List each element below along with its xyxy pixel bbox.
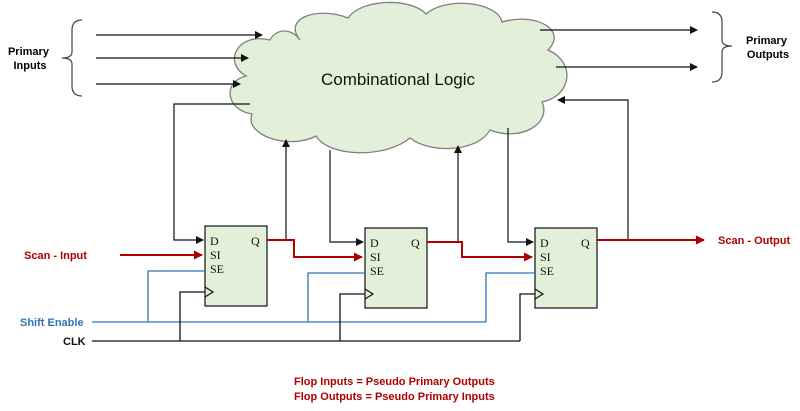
shift-enable-to-flop-3 — [485, 272, 535, 322]
shift-enable-label: Shift Enable — [20, 317, 84, 329]
flop-1-pin-q: Q — [251, 234, 260, 248]
primary-inputs-label: Primary Inputs — [8, 46, 52, 72]
flop-3: D SI SE Q — [534, 227, 598, 309]
primary-outputs-label: Primary Outputs — [746, 35, 790, 61]
flop-2-clock-notch — [364, 288, 375, 300]
scan-output-label: Scan - Output — [718, 235, 790, 247]
clk-label: CLK — [63, 336, 86, 348]
flop-2-box — [364, 227, 428, 309]
combinational-logic-cloud: Combinational Logic — [229, 1, 568, 154]
flop-3-box — [534, 227, 598, 309]
shift-enable-to-flop-1 — [147, 270, 205, 322]
flop-1-box — [204, 225, 268, 307]
primary-inputs-brace — [61, 19, 83, 97]
cloud-to-flop-2-d — [329, 150, 364, 246]
flop-2-pin-si: SI — [370, 250, 381, 264]
combinational-logic-label: Combinational Logic — [321, 70, 476, 89]
shift-enable-to-flop-2 — [307, 272, 365, 322]
flop-1: D SI SE Q — [204, 225, 268, 307]
flop-2: D SI SE Q — [364, 227, 428, 309]
primary-outputs-brace — [711, 11, 733, 83]
primary-outputs-group: Primary Outputs — [540, 11, 790, 83]
note-flop-outputs: Flop Outputs = Pseudo Primary Inputs — [294, 391, 495, 403]
flop-1-clock-notch — [204, 286, 215, 298]
cloud-to-flop-3-d — [507, 128, 534, 246]
flop-3-q-to-cloud — [557, 96, 629, 240]
note-flop-inputs: Flop Inputs = Pseudo Primary Outputs — [294, 376, 495, 388]
flop-3-pin-q: Q — [581, 236, 590, 250]
flop-1-pin-si: SI — [210, 248, 221, 262]
clk-to-flop-1 — [179, 291, 205, 341]
clk-net — [92, 291, 535, 342]
flop-3-clock-notch — [534, 288, 545, 300]
flop-2-pin-q: Q — [411, 236, 420, 250]
scan-flop-2-to-flop-3 — [427, 241, 533, 262]
flop-3-pin-d: D — [540, 236, 549, 250]
flop-to-cloud-wires — [282, 96, 629, 242]
clk-to-flop-3 — [519, 293, 535, 341]
cloud-to-flop-1-d — [173, 103, 250, 244]
scan-chain-path — [120, 235, 705, 262]
primary-inputs-group: Primary Inputs — [8, 19, 263, 97]
cloud-to-flop-wires — [173, 103, 534, 246]
flop-1-pin-d: D — [210, 234, 219, 248]
scan-input-label: Scan - Input — [24, 250, 87, 262]
scan-flop-1-to-flop-2 — [267, 239, 363, 262]
shift-enable-net — [92, 270, 535, 323]
flop-2-pin-d: D — [370, 236, 379, 250]
flop-3-pin-si: SI — [540, 250, 551, 264]
flop-1-pin-se: SE — [210, 262, 224, 276]
flop-3-pin-se: SE — [540, 264, 554, 278]
clk-to-flop-2 — [339, 293, 365, 341]
flop-2-pin-se: SE — [370, 264, 384, 278]
